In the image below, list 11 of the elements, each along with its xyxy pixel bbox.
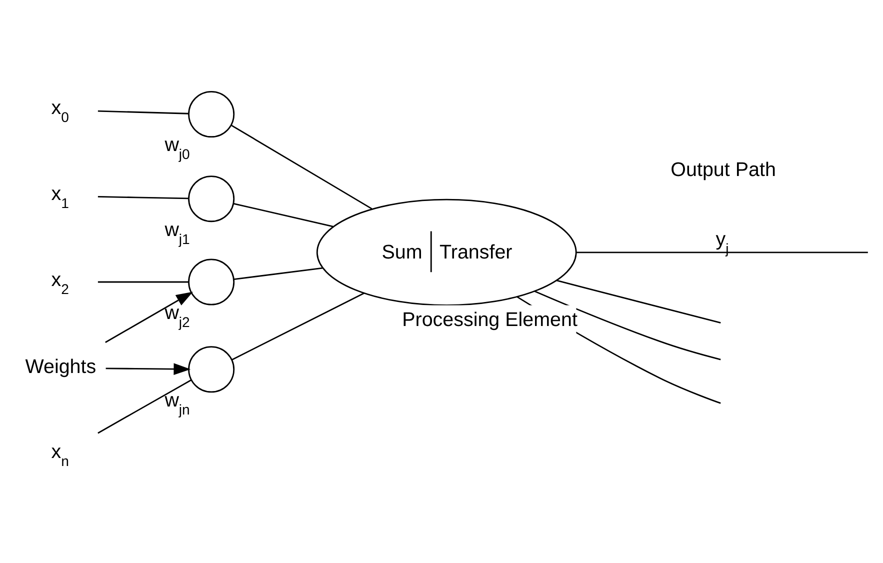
node-text: x$_{2}$ bbox=[51, 268, 70, 296]
node-text: x$_{0}$ bbox=[51, 96, 70, 124]
node-text: x$_{1}$ bbox=[51, 182, 70, 210]
node-label: w$_{j1}$ bbox=[164, 218, 190, 246]
node-label: Processing Element bbox=[402, 308, 578, 330]
node-text: x$_{n}$ bbox=[51, 440, 70, 468]
node-label: w$_{jn}$ bbox=[164, 388, 190, 417]
node-label: w$_{j2}$ bbox=[164, 301, 190, 330]
label: Output Path bbox=[670, 158, 776, 180]
node-text: Weights bbox=[25, 356, 96, 378]
node-label: w$_{j0}$ bbox=[164, 134, 190, 162]
